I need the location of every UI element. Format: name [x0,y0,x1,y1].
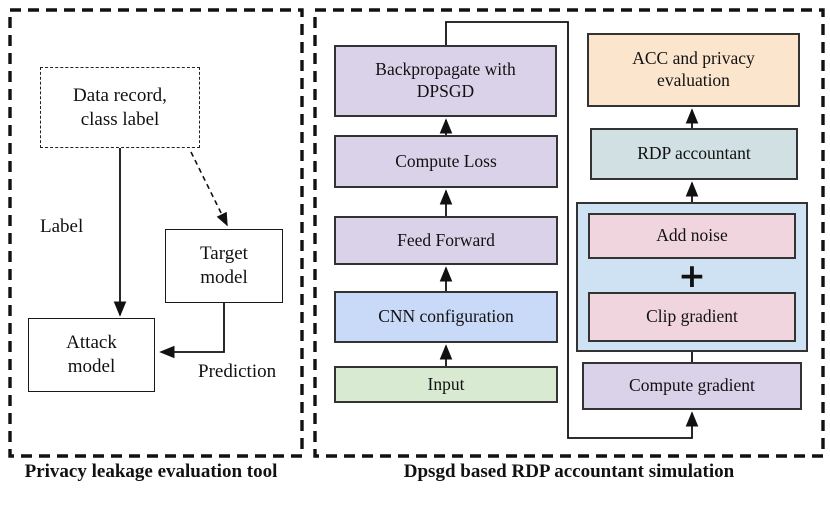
label-edge-text: Label [40,216,84,237]
input-box: Input [334,366,558,403]
left-panel-border [8,8,304,458]
left-panel-caption: Privacy leakage evaluation tool [24,461,278,482]
right-panel-caption: Dpsgd based RDP accountant simulation [403,461,735,482]
target-model-box: Target model [165,229,283,303]
compute-loss-box: Compute Loss [334,135,558,188]
add-noise-box: Add noise [588,213,796,259]
edge-backprop-to-computegradient [445,21,699,439]
edge-target-to-attack [159,303,225,359]
plus-icon: + [678,256,706,295]
attack-model-box: Attack model [28,318,155,392]
acc-privacy-evaluation-box: ACC and privacy evaluation [587,33,800,107]
clip-gradient-box: Clip gradient [588,292,796,342]
compute-gradient-box: Compute gradient [582,362,802,410]
data-record-box: Data record, class label [40,67,200,148]
right-panel-border [313,8,825,458]
feed-forward-box: Feed Forward [334,216,558,265]
backpropagate-dpsgd-box: Backpropagate with DPSGD [334,45,557,117]
rdp-accountant-box: RDP accountant [590,128,798,180]
cnn-configuration-box: CNN configuration [334,291,558,343]
edge-datarecord-to-target [190,151,228,227]
prediction-edge-text: Prediction [198,361,277,382]
